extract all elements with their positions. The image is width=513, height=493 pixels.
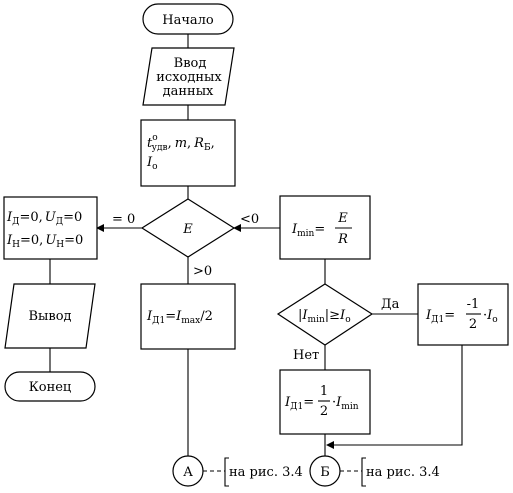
line-neghalf-merge	[326, 345, 463, 449]
input-label-line1: Ввод	[174, 56, 207, 71]
input-label-line3: данных	[163, 84, 214, 99]
zero-line1: IД=0,UД=0	[6, 210, 82, 227]
imin-numerator: E	[337, 211, 348, 226]
output-parallelogram: Вывод	[4, 283, 96, 349]
note-a: на рис. 3.4	[229, 465, 303, 480]
edge-label-gt-zero: >0	[193, 264, 212, 279]
bracket-b	[361, 457, 366, 487]
bracket-a	[224, 457, 229, 487]
note-b: на рис. 3.4	[366, 465, 440, 480]
imin-denominator: R	[337, 232, 348, 247]
edge-label-eq-zero: = 0	[112, 212, 135, 227]
output-label: Вывод	[28, 309, 71, 324]
neg-half-box: IД1= -1 2 ·Io	[417, 283, 509, 346]
connector-a-label: А	[183, 465, 193, 480]
neg-half-lhs: IД1=	[425, 308, 455, 325]
end-label: Конец	[29, 380, 72, 395]
start-terminator: Начало	[142, 3, 234, 35]
decision-e-label: E	[182, 222, 193, 237]
half-imin-box: IД1= 1 2 ·Imin	[279, 369, 371, 435]
imin-box: Imin= E R	[279, 195, 371, 260]
connector-lines	[49, 34, 463, 487]
decision-imin-label: |Imin|≥Io	[298, 308, 351, 325]
half-imin-denominator: 2	[320, 404, 328, 419]
neg-half-numerator: -1	[467, 297, 480, 312]
input-label-line2: исходных	[156, 70, 222, 85]
end-terminator: Конец	[4, 371, 96, 402]
decision-imin: |Imin|≥Io	[276, 283, 374, 346]
connector-b: Б	[309, 455, 341, 487]
start-label: Начало	[162, 13, 214, 28]
half-imin-numerator: 1	[320, 384, 328, 399]
half-imin-rhs: ·Imin	[332, 395, 359, 412]
neg-half-rhs: ·Io	[483, 308, 498, 325]
edge-label-yes: Да	[381, 297, 400, 312]
connector-a: А	[172, 455, 204, 487]
zero-line2: IН=0,UН=0	[6, 233, 83, 250]
imin-lhs: Imin=	[291, 222, 325, 239]
zero-currents-box: IД=0,UД=0 IН=0,UН=0	[3, 196, 98, 260]
edge-label-no: Нет	[293, 348, 319, 363]
half-imin-lhs: IД1=	[284, 395, 314, 412]
imax-formula: IД1=Imax/2	[146, 309, 213, 326]
edge-label-lt-zero: <0	[240, 212, 259, 227]
neg-half-denominator: 2	[469, 317, 477, 332]
connector-b-label: Б	[320, 465, 330, 480]
params-line2: Io	[146, 155, 158, 172]
input-parallelogram: Ввод исходных данных	[142, 47, 235, 106]
imax-box: IД1=Imax/2	[140, 283, 236, 350]
decision-e: E	[140, 198, 236, 258]
